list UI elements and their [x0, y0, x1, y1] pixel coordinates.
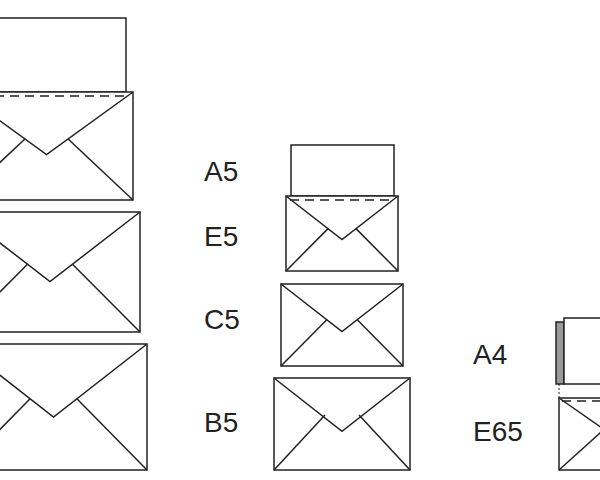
size-label: B5	[204, 407, 238, 439]
size-label: A5	[204, 156, 238, 188]
size-label: E65	[473, 416, 523, 448]
envelope	[0, 92, 133, 200]
paper-sheet	[0, 18, 126, 92]
envelope	[286, 196, 398, 271]
envelope	[274, 378, 410, 470]
envelope	[559, 398, 600, 470]
size-label: E5	[204, 221, 238, 253]
paper-sheet	[291, 145, 394, 196]
paper-edge	[556, 322, 564, 384]
envelope	[0, 344, 147, 470]
paper-sheet	[564, 318, 600, 384]
size-label: A4	[473, 339, 507, 371]
envelope	[281, 284, 403, 366]
envelope	[0, 212, 140, 332]
size-label: C5	[204, 304, 240, 336]
